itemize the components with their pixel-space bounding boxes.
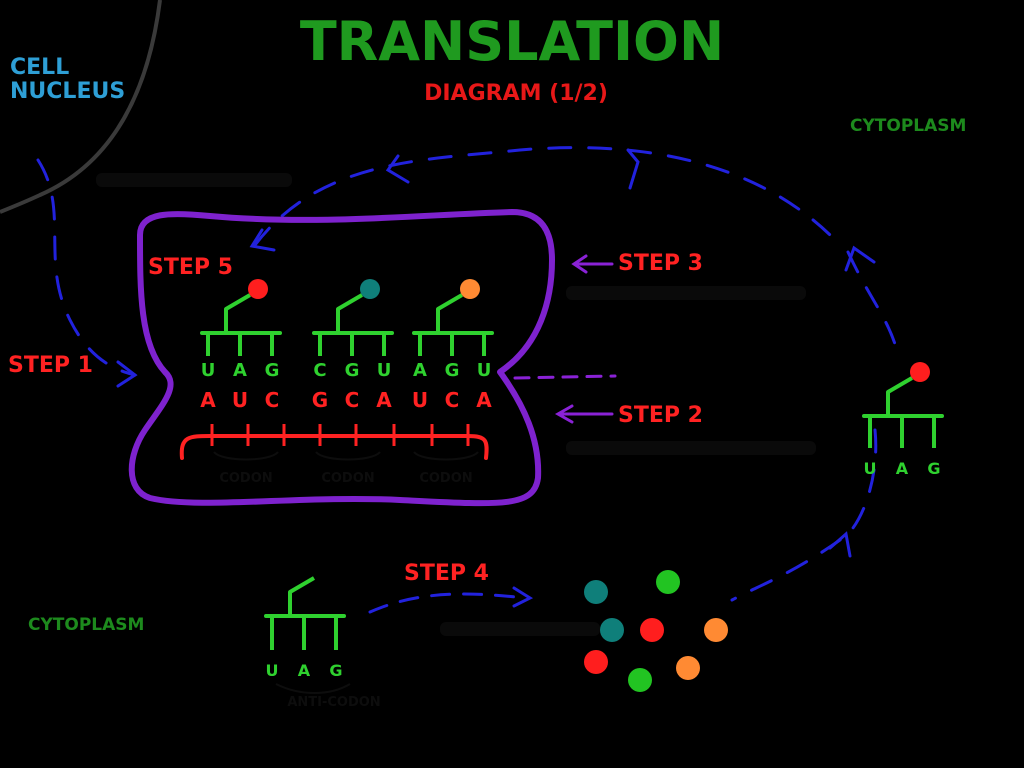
codon-brace (315, 451, 381, 461)
amino-acid (910, 362, 930, 382)
anticodon-base: U (266, 661, 279, 680)
codon-label: CODON (219, 471, 272, 486)
amino-acid (460, 279, 480, 299)
arrowhead-step4 (512, 586, 534, 608)
step-4-label: STEP 4 (404, 561, 489, 586)
step3-arrowhead (571, 254, 588, 274)
trna-stem (224, 293, 252, 333)
page-title: TRANSLATION (300, 10, 724, 73)
anticodon-label: ANTI-CODON (287, 695, 380, 710)
anticodon-base: G (927, 459, 940, 478)
mrna-base: A (200, 388, 216, 412)
cycle-arrows (36, 146, 900, 614)
amino-acid (600, 618, 624, 642)
anticodon-base: U (377, 360, 392, 381)
cycle-path-top (253, 146, 842, 247)
anticodon-brace (275, 683, 351, 694)
amino-acid (628, 668, 652, 692)
arrowhead-step1 (116, 360, 138, 388)
ribosome-outline (128, 209, 555, 507)
arrowhead-lower-right (828, 531, 852, 558)
anticodon-base: U (864, 459, 877, 478)
anticodon-base: G (345, 360, 360, 381)
step-3-label: STEP 3 (618, 251, 703, 276)
arrowhead-top-left (385, 154, 410, 184)
anticodon-base: G (445, 360, 460, 381)
arrowhead-ribosome (249, 228, 276, 252)
anticodon-base: A (413, 360, 427, 381)
codon-brace (413, 451, 479, 461)
amino-acid (676, 656, 700, 680)
anticodon-base: G (329, 661, 342, 680)
trna-stem (336, 293, 364, 333)
small-subunit-note (566, 286, 806, 300)
mrna-backbone (179, 434, 489, 460)
cycle-path-left (36, 158, 137, 377)
amino-acid (656, 570, 680, 594)
codon-brace (213, 451, 279, 461)
step-2-label: STEP 2 (618, 403, 703, 428)
step2-arrowhead (554, 404, 574, 424)
amino-acid (704, 618, 728, 642)
anticodon-base: U (201, 360, 216, 381)
amino-acid-pool (584, 570, 728, 692)
codon-label: CODON (419, 471, 472, 486)
page-subtitle: DIAGRAM (1/2) (424, 81, 608, 106)
cycle-path-right (846, 250, 900, 357)
step-1-label: STEP 1 (8, 353, 93, 378)
mrna-base: G (312, 388, 328, 412)
cytoplasm-label-bottom: CYTOPLASM (28, 615, 144, 635)
cycle-path-lower-right (730, 428, 878, 602)
arrowhead-top-mid (626, 148, 640, 190)
mrna-base: U (232, 388, 248, 412)
nuclear-pore-note (96, 173, 292, 187)
arrowhead-right (844, 245, 876, 272)
cycle-path-step4 (368, 592, 527, 614)
amino-acid (584, 580, 608, 604)
mrna-base: C (445, 388, 460, 412)
exit-dashes (513, 374, 617, 380)
amino-acid (248, 279, 268, 299)
anticodon-base: G (265, 360, 280, 381)
amino-acid (640, 618, 664, 642)
cytoplasm-label-top: CYTOPLASM (850, 116, 966, 136)
mrna-base: A (476, 388, 492, 412)
large-subunit-note (566, 441, 816, 455)
subunit-arrows (513, 254, 617, 424)
nucleus-membrane (0, 0, 162, 214)
mrna-base: C (345, 388, 360, 412)
mrna-base: U (412, 388, 428, 412)
cell-nucleus-label: CELL NUCLEUS (10, 55, 125, 104)
anticodon-base: C (313, 360, 326, 381)
amino-acid (360, 279, 380, 299)
trna-stem (288, 576, 316, 616)
anticodon-base: U (477, 360, 492, 381)
anticodon-base: A (298, 661, 311, 680)
step-5-label: STEP 5 (148, 255, 233, 280)
free-amino-acids-note (440, 622, 600, 636)
anticodon-base: A (896, 459, 909, 478)
anticodon-base: A (233, 360, 247, 381)
trna-stem (436, 293, 464, 333)
codon-label: CODON (321, 471, 374, 486)
mrna-base: A (376, 388, 392, 412)
trna-stem (886, 376, 914, 416)
mrna-base: C (265, 388, 280, 412)
amino-acid (584, 650, 608, 674)
